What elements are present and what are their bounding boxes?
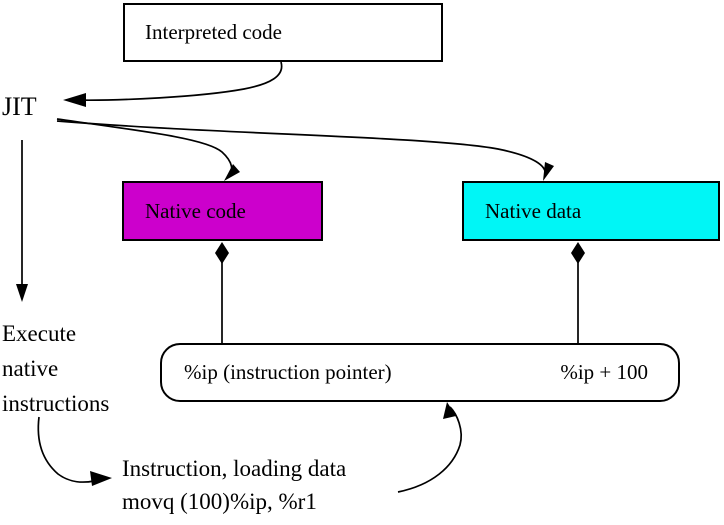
- native-data-node: Native data: [462, 181, 720, 241]
- connector-native-code-to-pointer: [215, 242, 229, 343]
- arrow-jit-to-execute: [16, 140, 28, 302]
- arrow-interpreted-to-jit: [63, 61, 283, 107]
- interpreted-code-label: Interpreted code: [145, 20, 283, 44]
- arrow-execute-to-note: [37, 416, 112, 486]
- arrow-jit-to-native-data: [56, 120, 554, 181]
- pointer-offset-label: %ip + 100: [560, 360, 648, 384]
- instruction-note: Instruction, loading data movq (100)%ip,…: [122, 452, 346, 518]
- jit-label: JIT: [2, 92, 37, 121]
- native-code-label: Native code: [145, 198, 246, 223]
- arrow-note-to-pointer: [397, 402, 462, 493]
- arrow-jit-to-native-code: [56, 118, 240, 181]
- interpreted-code-node: Interpreted code: [123, 3, 443, 62]
- instruction-pointer-node: %ip (instruction pointer) %ip + 100: [160, 343, 680, 402]
- native-code-node: Native code: [122, 181, 323, 241]
- instruction-pointer-label: %ip (instruction pointer): [184, 360, 392, 384]
- native-data-label: Native data: [485, 198, 582, 223]
- instruction-note-line2: movq (100)%ip, %r1: [122, 489, 317, 514]
- execute-instructions-label: Execute native instructions: [2, 321, 110, 416]
- connector-native-data-to-pointer: [571, 242, 585, 343]
- instruction-note-line1: Instruction, loading data: [122, 456, 347, 481]
